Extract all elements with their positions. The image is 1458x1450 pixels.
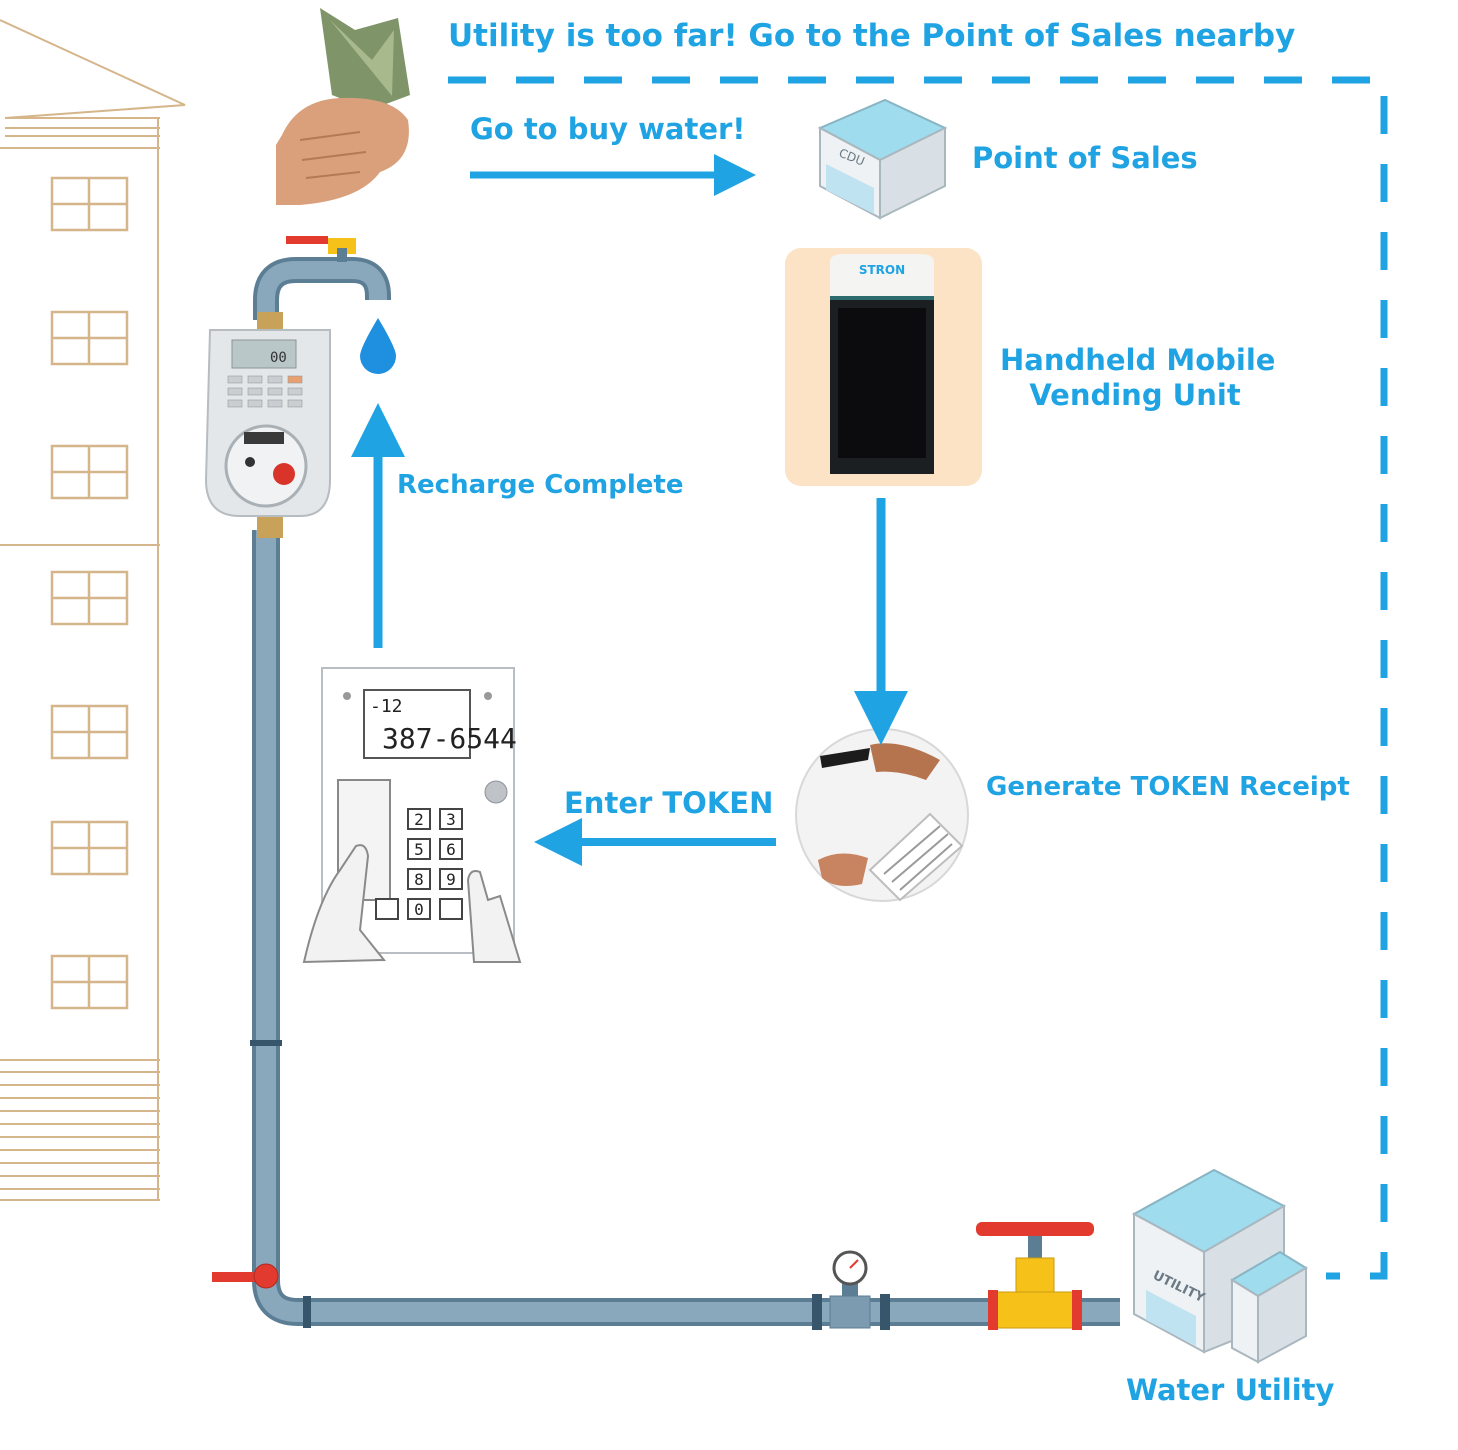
dashed-route-line [448,76,1388,1280]
tap-valve-icon [286,236,356,262]
hmvu-label-line1: Handheld Mobile [1000,343,1276,377]
pressure-gauge-icon [829,1250,871,1329]
key-9: 9 [446,870,456,889]
handheld-vending-unit-label: Handheld Mobile Vending Unit [1000,343,1276,413]
building-windows [50,176,129,1010]
key-0: 0 [414,900,424,919]
go-buy-label: Go to buy water! [470,112,746,146]
keypad-display-line2: 387-6544 [382,722,517,755]
key-2: 2 [414,810,424,829]
corner-valve-icon [212,1263,279,1289]
key-8: 8 [414,870,424,889]
point-of-sales-label: Point of Sales [972,141,1198,175]
gate-valve-icon [976,1222,1094,1330]
point-of-sales-building-icon: CDU [817,98,948,220]
key-3: 3 [446,810,456,829]
apartment-building [0,19,186,1201]
enter-token-label: Enter TOKEN [564,786,774,820]
water-utility-building-icon: UTILITY [1131,1168,1308,1364]
smart-water-meter: 00 [204,312,331,538]
water-utility-label: Water Utility [1126,1373,1335,1407]
prepaid-keypad-illustration: -12 387-6544 2 3 5 6 8 9 0 [302,667,522,964]
token-receipt-photo-icon [795,728,969,902]
hmvu-label-line2: Vending Unit [1029,377,1241,412]
headline-text: Utility is too far! Go to the Point of S… [448,18,1296,54]
generate-token-receipt-label: Generate TOKEN Receipt [986,772,1350,802]
key-6: 6 [446,840,456,859]
keypad-display-line1: -12 [370,696,403,717]
hand-with-money-icon [276,8,410,205]
recharge-complete-label: Recharge Complete [397,470,684,500]
water-drop-icon [360,318,396,374]
handheld-vending-device-icon: STRON [785,248,982,486]
key-5: 5 [414,840,424,859]
device-brand: STRON [859,263,905,277]
meter-display: 00 [270,350,287,366]
